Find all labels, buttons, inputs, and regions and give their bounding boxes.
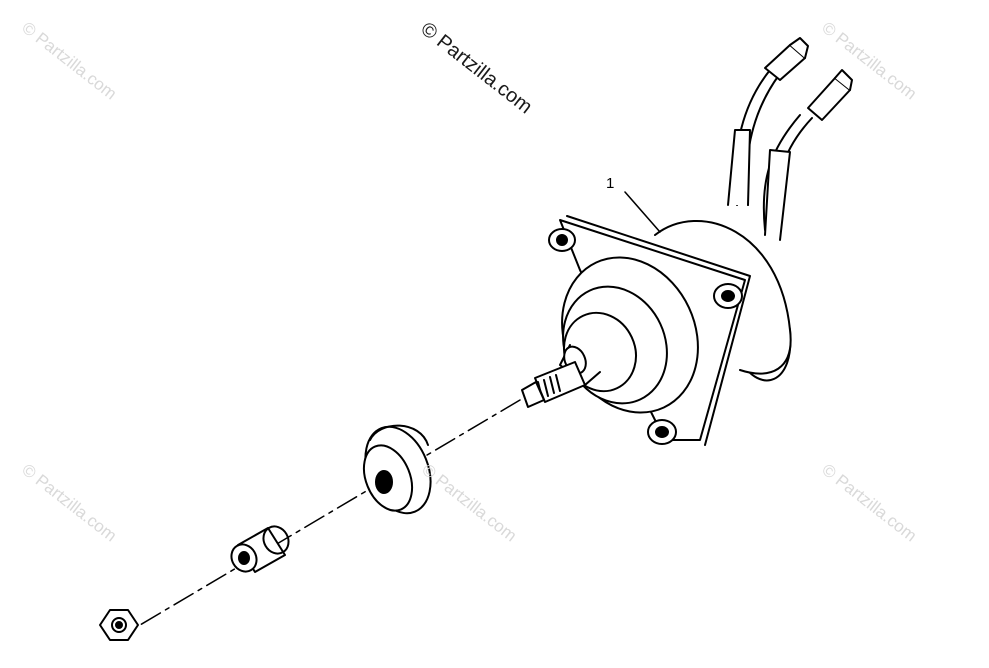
callout-1-label: 1	[606, 175, 614, 192]
motor-assembly	[548, 215, 792, 446]
wire-connectors	[764, 37, 853, 121]
callout-1-leader	[624, 191, 661, 233]
center-axis-line	[139, 399, 521, 626]
collar-spacer	[230, 525, 290, 573]
hex-nut	[99, 609, 139, 641]
motor-shaft	[521, 361, 586, 408]
rubber-grommet	[362, 424, 432, 515]
